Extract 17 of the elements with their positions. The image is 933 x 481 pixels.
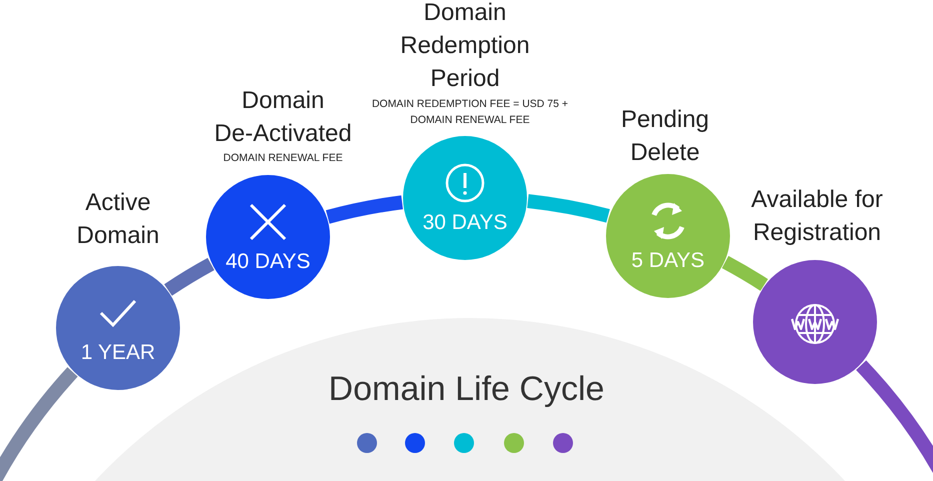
- connector-arc: [0, 367, 78, 481]
- stage-heading: Domain De-Activated: [213, 86, 353, 149]
- duration-label: 40 DAYS: [226, 250, 310, 274]
- stage-heading: Available for Registration: [750, 185, 884, 248]
- duration-label: 30 DAYS: [422, 211, 508, 236]
- stage-heading: Pending Delete: [620, 105, 710, 168]
- connector-arc: [527, 194, 610, 223]
- fee-note: DOMAIN REDEMPTION FEE = USD 75 + DOMAIN RENEWAL FEE: [370, 97, 570, 128]
- connector-arc: [164, 258, 214, 296]
- fee-note: DOMAIN RENEWAL FEE: [222, 151, 344, 166]
- stage-heading: Domain Redemption Period: [399, 0, 531, 94]
- connector-arc: [326, 195, 404, 224]
- duration-label: 1 YEAR: [80, 341, 156, 366]
- stage-heading: Active Domain: [76, 188, 160, 251]
- duration-label: 5 DAYS: [631, 248, 705, 273]
- diagram-title: Domain Life Cycle: [328, 370, 606, 409]
- connector-arc: [722, 256, 768, 291]
